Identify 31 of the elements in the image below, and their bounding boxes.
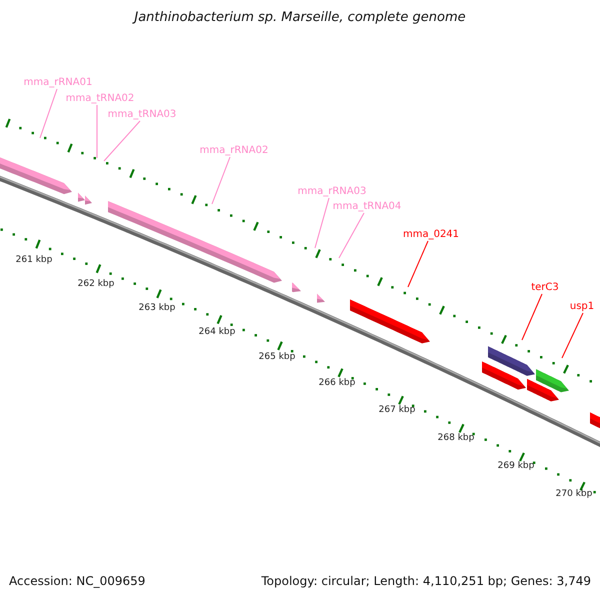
title: Janthinobacterium sp. Marseille, complete genome [131, 11, 467, 24]
gene-label: mma_tRNA04 [332, 202, 402, 212]
gene-label: mma_tRNA02 [66, 94, 134, 104]
scale-label: 263 kbp [138, 304, 176, 313]
scale-label: 265 kbp [258, 353, 296, 362]
scale-label: 270 kbp [556, 490, 592, 499]
scale-label: 261 kbp [16, 256, 52, 265]
footer-note: Topology: circular; Length: 4,110,251 bp; Genes: 3,749 [261, 575, 591, 587]
leader-line [314, 198, 330, 248]
leader-line [522, 294, 542, 340]
footer-note: Accession: NC_009659 [9, 575, 146, 587]
gene-label: terC3 [531, 283, 559, 293]
leader-line [338, 212, 364, 258]
leader-line [104, 120, 140, 162]
gene-label: mma_rRNA02 [200, 146, 268, 156]
leader-line [562, 312, 584, 358]
gene-label: mma_tRNA03 [108, 110, 176, 120]
gene-label: mma_0241 [402, 230, 460, 240]
scale-label: 262 kbp [78, 280, 114, 289]
scale-label: 267 kbp [378, 406, 416, 415]
scale-label: 266 kbp [318, 379, 356, 388]
gene-label: usp1 [570, 302, 594, 312]
scale-label: 264 kbp [198, 328, 236, 337]
leader-line [408, 240, 428, 288]
gene-label: mma_rRNA01 [24, 78, 92, 88]
gene-label: mma_rRNA03 [298, 187, 366, 197]
leader-line [96, 104, 98, 158]
leader-line [212, 156, 230, 204]
scale-label: 269 kbp [498, 462, 534, 471]
scale-label: 268 kbp [438, 434, 474, 443]
leader-line [40, 88, 58, 138]
